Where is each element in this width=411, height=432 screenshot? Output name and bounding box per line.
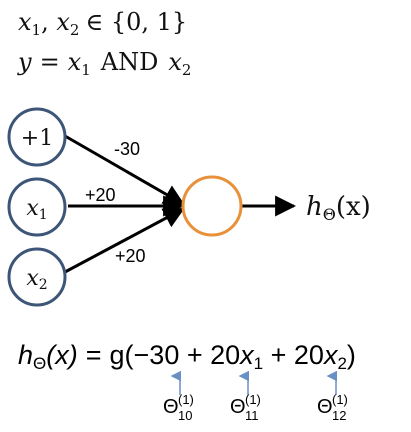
svg-text:Θ: Θ	[230, 396, 246, 418]
weight-x2-label: +20	[115, 246, 146, 266]
domain-set: ∈ {0, 1}	[85, 8, 187, 36]
input-node-x1-label: x1	[26, 196, 47, 223]
domain-definition: x1, x2∈ {0, 1}	[18, 8, 187, 39]
var-x2: x	[56, 8, 70, 36]
weight-x1-label: +20	[85, 185, 116, 205]
input-node-x2-label: x2	[26, 266, 47, 293]
edge-bias-to-output	[64, 134, 185, 206]
input-node-x1	[7, 177, 67, 237]
edge-x2-to-output	[64, 207, 185, 274]
output-node	[181, 175, 243, 237]
bias-node-label: +1	[21, 126, 53, 151]
theta11-label: Θ (1) 11	[230, 392, 261, 423]
svg-text:11: 11	[245, 408, 259, 423]
var-x1: x	[18, 8, 32, 36]
bias-node	[7, 107, 67, 167]
svg-text:(1): (1)	[332, 392, 348, 407]
svg-text:(1): (1)	[178, 392, 194, 407]
svg-text:12: 12	[332, 408, 346, 423]
and-operator: AND	[100, 48, 159, 76]
svg-text:(1): (1)	[245, 392, 261, 407]
input-node-x2	[7, 247, 67, 307]
svg-text:Θ: Θ	[163, 396, 179, 418]
theta10-label: Θ (1) 10	[163, 392, 194, 423]
weight-bias-label: -30	[114, 139, 140, 159]
hypothesis-equation: hΘ(x)=g(−30 + 20x1 + 20x2)	[18, 340, 356, 373]
theta12-label: Θ (1) 12	[317, 392, 348, 423]
output-hypothesis-label: hΘ(x)	[306, 192, 371, 224]
svg-text:Θ: Θ	[317, 396, 333, 418]
svg-text:10: 10	[178, 408, 192, 423]
